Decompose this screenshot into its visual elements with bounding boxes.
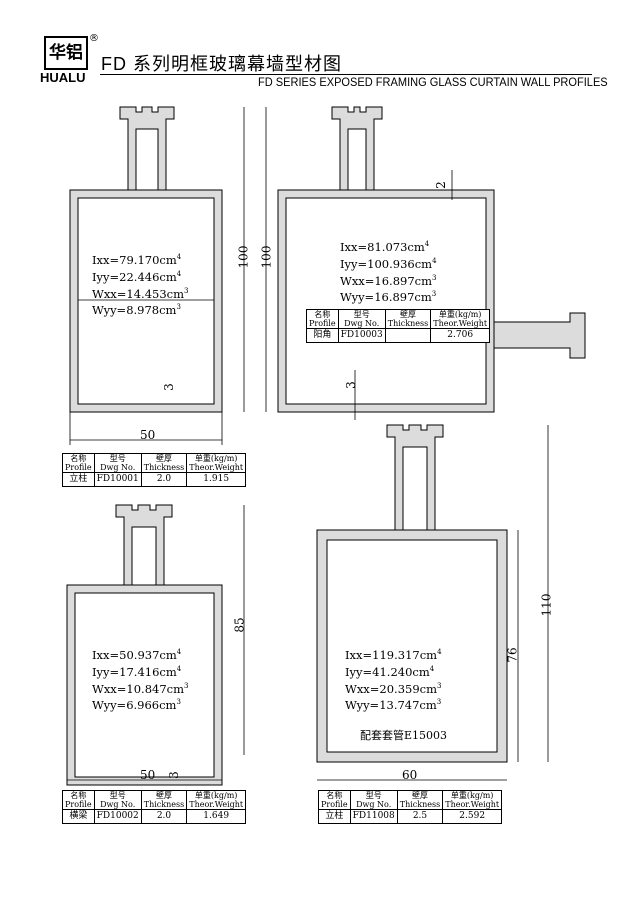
wxx-value: Wxx=10.847cm (92, 681, 185, 696)
wyy-value: Wyy=16.897cm (340, 290, 432, 305)
iyy-value: Iyy=17.416cm (92, 664, 177, 679)
wyy-value: Wyy=8.978cm (92, 303, 177, 318)
header-weight: 单重(kg/m)Theor.Weight (430, 309, 491, 329)
profile-2-stem (331, 106, 383, 193)
brand-name: HUALU (40, 70, 86, 85)
dim-wall: 3 (343, 381, 358, 389)
section-properties: Ixx=50.937cm4 Iyy=17.416cm4 Wxx=10.847cm… (92, 647, 189, 713)
dim-height-inner: 76 (505, 647, 520, 663)
profile-4-frame (316, 529, 508, 763)
weight: 1.915 (186, 472, 247, 487)
dim-height: 85 (232, 617, 247, 633)
ixx-value: Ixx=81.073cm (340, 239, 425, 254)
header-weight: 单重(kg/m)Theor.Weight (186, 790, 247, 810)
thickness: 2.5 (396, 809, 444, 824)
profile-3-frame (66, 584, 223, 786)
dwg-no: FD11008 (349, 809, 398, 824)
profile-name: 立柱 (318, 809, 351, 824)
weight: 2.706 (430, 328, 491, 343)
page-title: FD 系列明框玻璃幕墙型材图 (101, 54, 342, 74)
dim-height: 100 (236, 245, 251, 269)
registered-mark: ® (89, 33, 99, 44)
dwg-no: FD10001 (93, 472, 142, 487)
dim-wall: 3 (166, 771, 181, 779)
ixx-value: Ixx=119.317cm (345, 647, 438, 662)
profile-name: 横梁 (62, 809, 95, 824)
wxx-value: Wxx=16.897cm (340, 273, 433, 288)
weight: 2.592 (442, 809, 503, 824)
thickness: 2.0 (140, 472, 188, 487)
ixx-value: Ixx=50.937cm (92, 647, 177, 662)
dim-height: 110 (539, 593, 554, 617)
profile-name: 阳角 (306, 328, 339, 343)
section-properties: Ixx=119.317cm4 Iyy=41.240cm4 Wxx=20.359c… (345, 647, 442, 713)
iyy-value: Iyy=41.240cm (345, 664, 430, 679)
profile-2-arm (493, 312, 586, 359)
wyy-value: Wyy=13.747cm (345, 698, 437, 713)
dim-wall-2: 2 (433, 181, 448, 189)
dim-height: 100 (259, 245, 274, 269)
profile-3-stem (115, 504, 173, 588)
page-subtitle: FD SERIES EXPOSED FRAMING GLASS CURTAIN … (258, 75, 608, 89)
profile-1-stem (119, 106, 175, 193)
thickness: 2.0 (140, 809, 188, 824)
dim-width: 60 (402, 768, 418, 782)
dim-width: 50 (140, 768, 156, 782)
wxx-value: Wxx=14.453cm (92, 286, 185, 301)
profile-name: 立柱 (62, 472, 95, 487)
ixx-value: Ixx=79.170cm (92, 252, 177, 267)
title-rule (100, 74, 592, 75)
dwg-no: FD10003 (337, 328, 386, 343)
iyy-value: Iyy=100.936cm (340, 256, 433, 271)
hualu-logo: 华铝 (44, 36, 88, 70)
weight: 1.649 (186, 809, 247, 824)
thickness (384, 328, 432, 343)
iyy-value: Iyy=22.446cm (92, 269, 177, 284)
profile-4-stem (386, 424, 444, 533)
header-weight: 单重(kg/m)Theor.Weight (442, 790, 503, 810)
wyy-value: Wyy=6.966cm (92, 698, 177, 713)
section-properties: Ixx=79.170cm4 Iyy=22.446cm4 Wxx=14.453cm… (92, 252, 189, 318)
section-properties: Ixx=81.073cm4 Iyy=100.936cm4 Wxx=16.897c… (340, 239, 437, 305)
dim-wall: 3 (161, 383, 176, 391)
profile-2-frame (277, 189, 495, 413)
dim-width: 50 (140, 428, 156, 442)
wxx-value: Wxx=20.359cm (345, 681, 438, 696)
header-weight: 单重(kg/m)Theor.Weight (186, 453, 247, 473)
dwg-no: FD10002 (93, 809, 142, 824)
sleeve-note: 配套套管E15003 (360, 729, 448, 742)
